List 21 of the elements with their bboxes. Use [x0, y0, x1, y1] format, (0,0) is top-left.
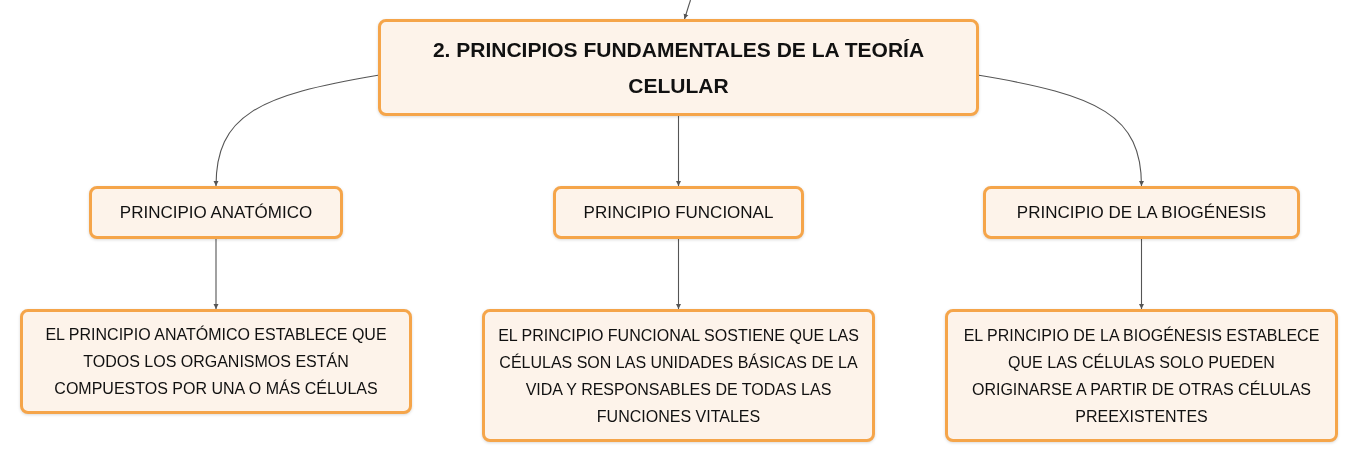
arrow	[1139, 238, 1144, 310]
principle-box	[553, 186, 804, 239]
node-label: PRINCIPIO ANATÓMICO	[119, 201, 313, 224]
title-box	[378, 19, 979, 116]
arrow	[676, 115, 681, 187]
node-label: PRINCIPIO FUNCIONAL	[583, 201, 774, 224]
description-box	[482, 309, 875, 442]
description-box	[20, 309, 412, 414]
node-label: EL PRINCIPIO ANATÓMICO ESTABLECE QUE TODOS LOS ORGANISMOS ESTÁN COMPUESTOS POR UNA O MÁS CÉLULAS	[44, 324, 388, 399]
arrow	[676, 238, 681, 310]
description-box	[945, 309, 1338, 442]
arrow	[978, 74, 1144, 187]
node-label: PRINCIPIO DE LA BIOGÉNESIS	[1016, 201, 1267, 224]
node-label: EL PRINCIPIO FUNCIONAL SOSTIENE QUE LAS CÉLULAS SON LAS UNIDADES BÁSICAS DE LA VIDA Y RESPONSABLES DE TODAS LAS FUNCIONES VITALES	[497, 325, 860, 427]
arrow	[213, 74, 379, 187]
arrow	[683, 0, 692, 20]
principle-box	[89, 186, 343, 239]
node-label: EL PRINCIPIO DE LA BIOGÉNESIS ESTABLECE QUE LAS CÉLULAS SOLO PUEDEN ORIGINARSE A PARTIR DE OTRAS CÉLULAS PREEXISTENTES	[962, 325, 1321, 427]
arrow	[213, 238, 219, 310]
title-text: 2. PRINCIPIOS FUNDAMENTALES DE LA TEORÍA CELULAR	[431, 36, 926, 99]
principle-box	[983, 186, 1300, 239]
